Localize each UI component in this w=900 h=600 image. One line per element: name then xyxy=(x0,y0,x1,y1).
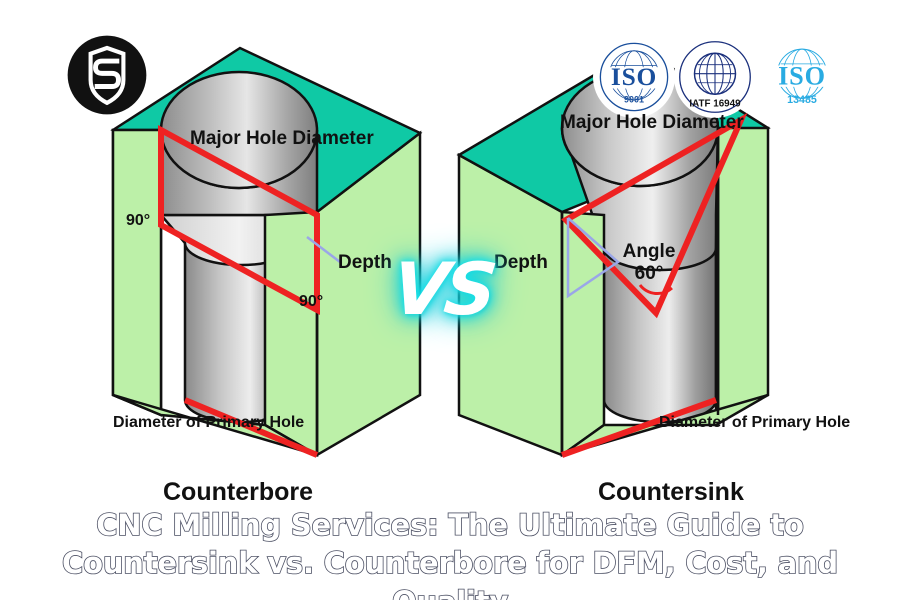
counterbore-angle-top-label: 90° xyxy=(126,212,151,229)
countersink-angle-word: Angle xyxy=(622,241,676,262)
countersink-bottom-face xyxy=(561,393,769,457)
countersink-angle-arc xyxy=(638,284,673,295)
countersink-primary-hole-label: Diameter of Primary Hole xyxy=(659,412,850,434)
svg-text:IATF 16949: IATF 16949 xyxy=(689,99,741,110)
countersink-major-hole-label: Major Hole Diameter xyxy=(560,112,744,133)
countersink-right-face xyxy=(716,126,770,417)
counterbore-major-hole-label: Major Hole Diameter xyxy=(190,128,374,149)
countersink-primary-hole-line1: Diameter of Primary Hole xyxy=(659,414,851,431)
counterbore-angle-bottom-label: 90° xyxy=(299,293,324,310)
counterbore-dimension-outline xyxy=(158,124,320,316)
shield-monogram-logo[interactable] xyxy=(66,34,148,116)
iatf-16949-badge-icon: IATF 16949 xyxy=(674,36,756,118)
counterbore-primary-diameter-line xyxy=(183,397,319,458)
counterbore-primary-hole-label: Diameter of Primary Hole xyxy=(113,412,304,434)
counterbore-title: Counterbore xyxy=(163,478,313,506)
countersink-angle-label: Angle 60° xyxy=(605,241,693,285)
countersink-angle-value: 60° xyxy=(634,262,664,284)
counterbore-block xyxy=(110,46,423,458)
counterbore-primary-hole-line1: Diameter of Primary Hole xyxy=(113,414,305,431)
counterbore-depth-label: Depth xyxy=(338,252,392,273)
counterbore-top-opening xyxy=(159,70,319,190)
svg-text:ISO: ISO xyxy=(778,61,826,90)
iso-13485-badge-icon: ISO 13485 xyxy=(761,36,843,118)
iso-9001-badge-icon: ISO 9001 xyxy=(593,36,675,118)
svg-text:ISO: ISO xyxy=(611,63,657,91)
page-title-line1: CNC Milling Services: The Ultimate Guide… xyxy=(95,507,804,543)
countersink-primary-diameter-line xyxy=(560,397,718,458)
svg-text:13485: 13485 xyxy=(787,94,817,106)
page-title-line2: Countersink vs. Counterbore for DFM, Cos… xyxy=(61,545,839,600)
countersink-depth-label: Depth xyxy=(494,252,548,273)
svg-text:9001: 9001 xyxy=(624,94,644,104)
page-title: CNC Milling Services: The Ultimate Guide… xyxy=(0,506,900,600)
counterbore-front-face-left xyxy=(111,128,163,417)
countersink-depth-indicator xyxy=(566,217,621,299)
counterbore-bottom-face xyxy=(112,393,318,457)
countersink-title: Countersink xyxy=(598,478,744,506)
counterbore-depth-leader xyxy=(306,236,341,263)
